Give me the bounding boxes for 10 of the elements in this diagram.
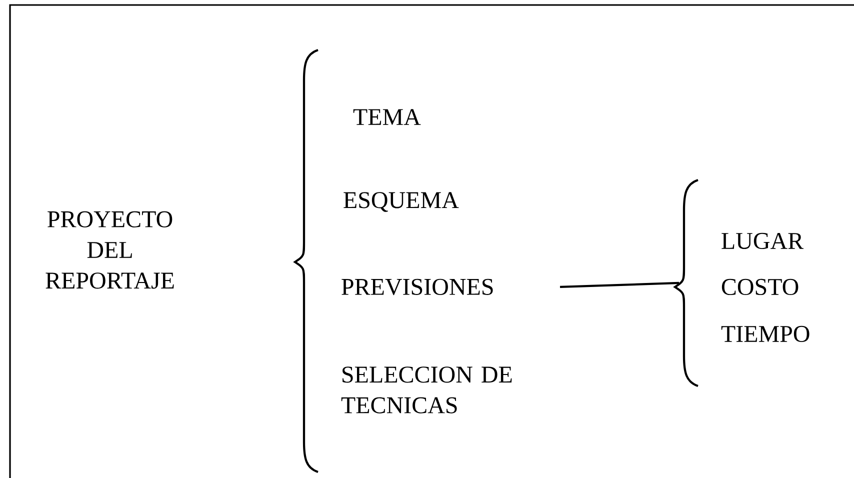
label-text: TIEMPO: [721, 326, 810, 342]
connector-line: [560, 282, 680, 288]
label-text: PROYECTO DEL REPORTAJE: [46, 211, 174, 289]
brace: [674, 179, 698, 387]
label-text: COSTO: [722, 278, 798, 296]
label-text: PREVISIONES: [342, 278, 493, 296]
label-text: SELECCION DE TECNICAS: [341, 366, 512, 414]
label-text: ESQUEMA: [344, 192, 459, 212]
label-text: TEMA: [353, 109, 421, 125]
label-text: LUGAR: [722, 232, 804, 250]
